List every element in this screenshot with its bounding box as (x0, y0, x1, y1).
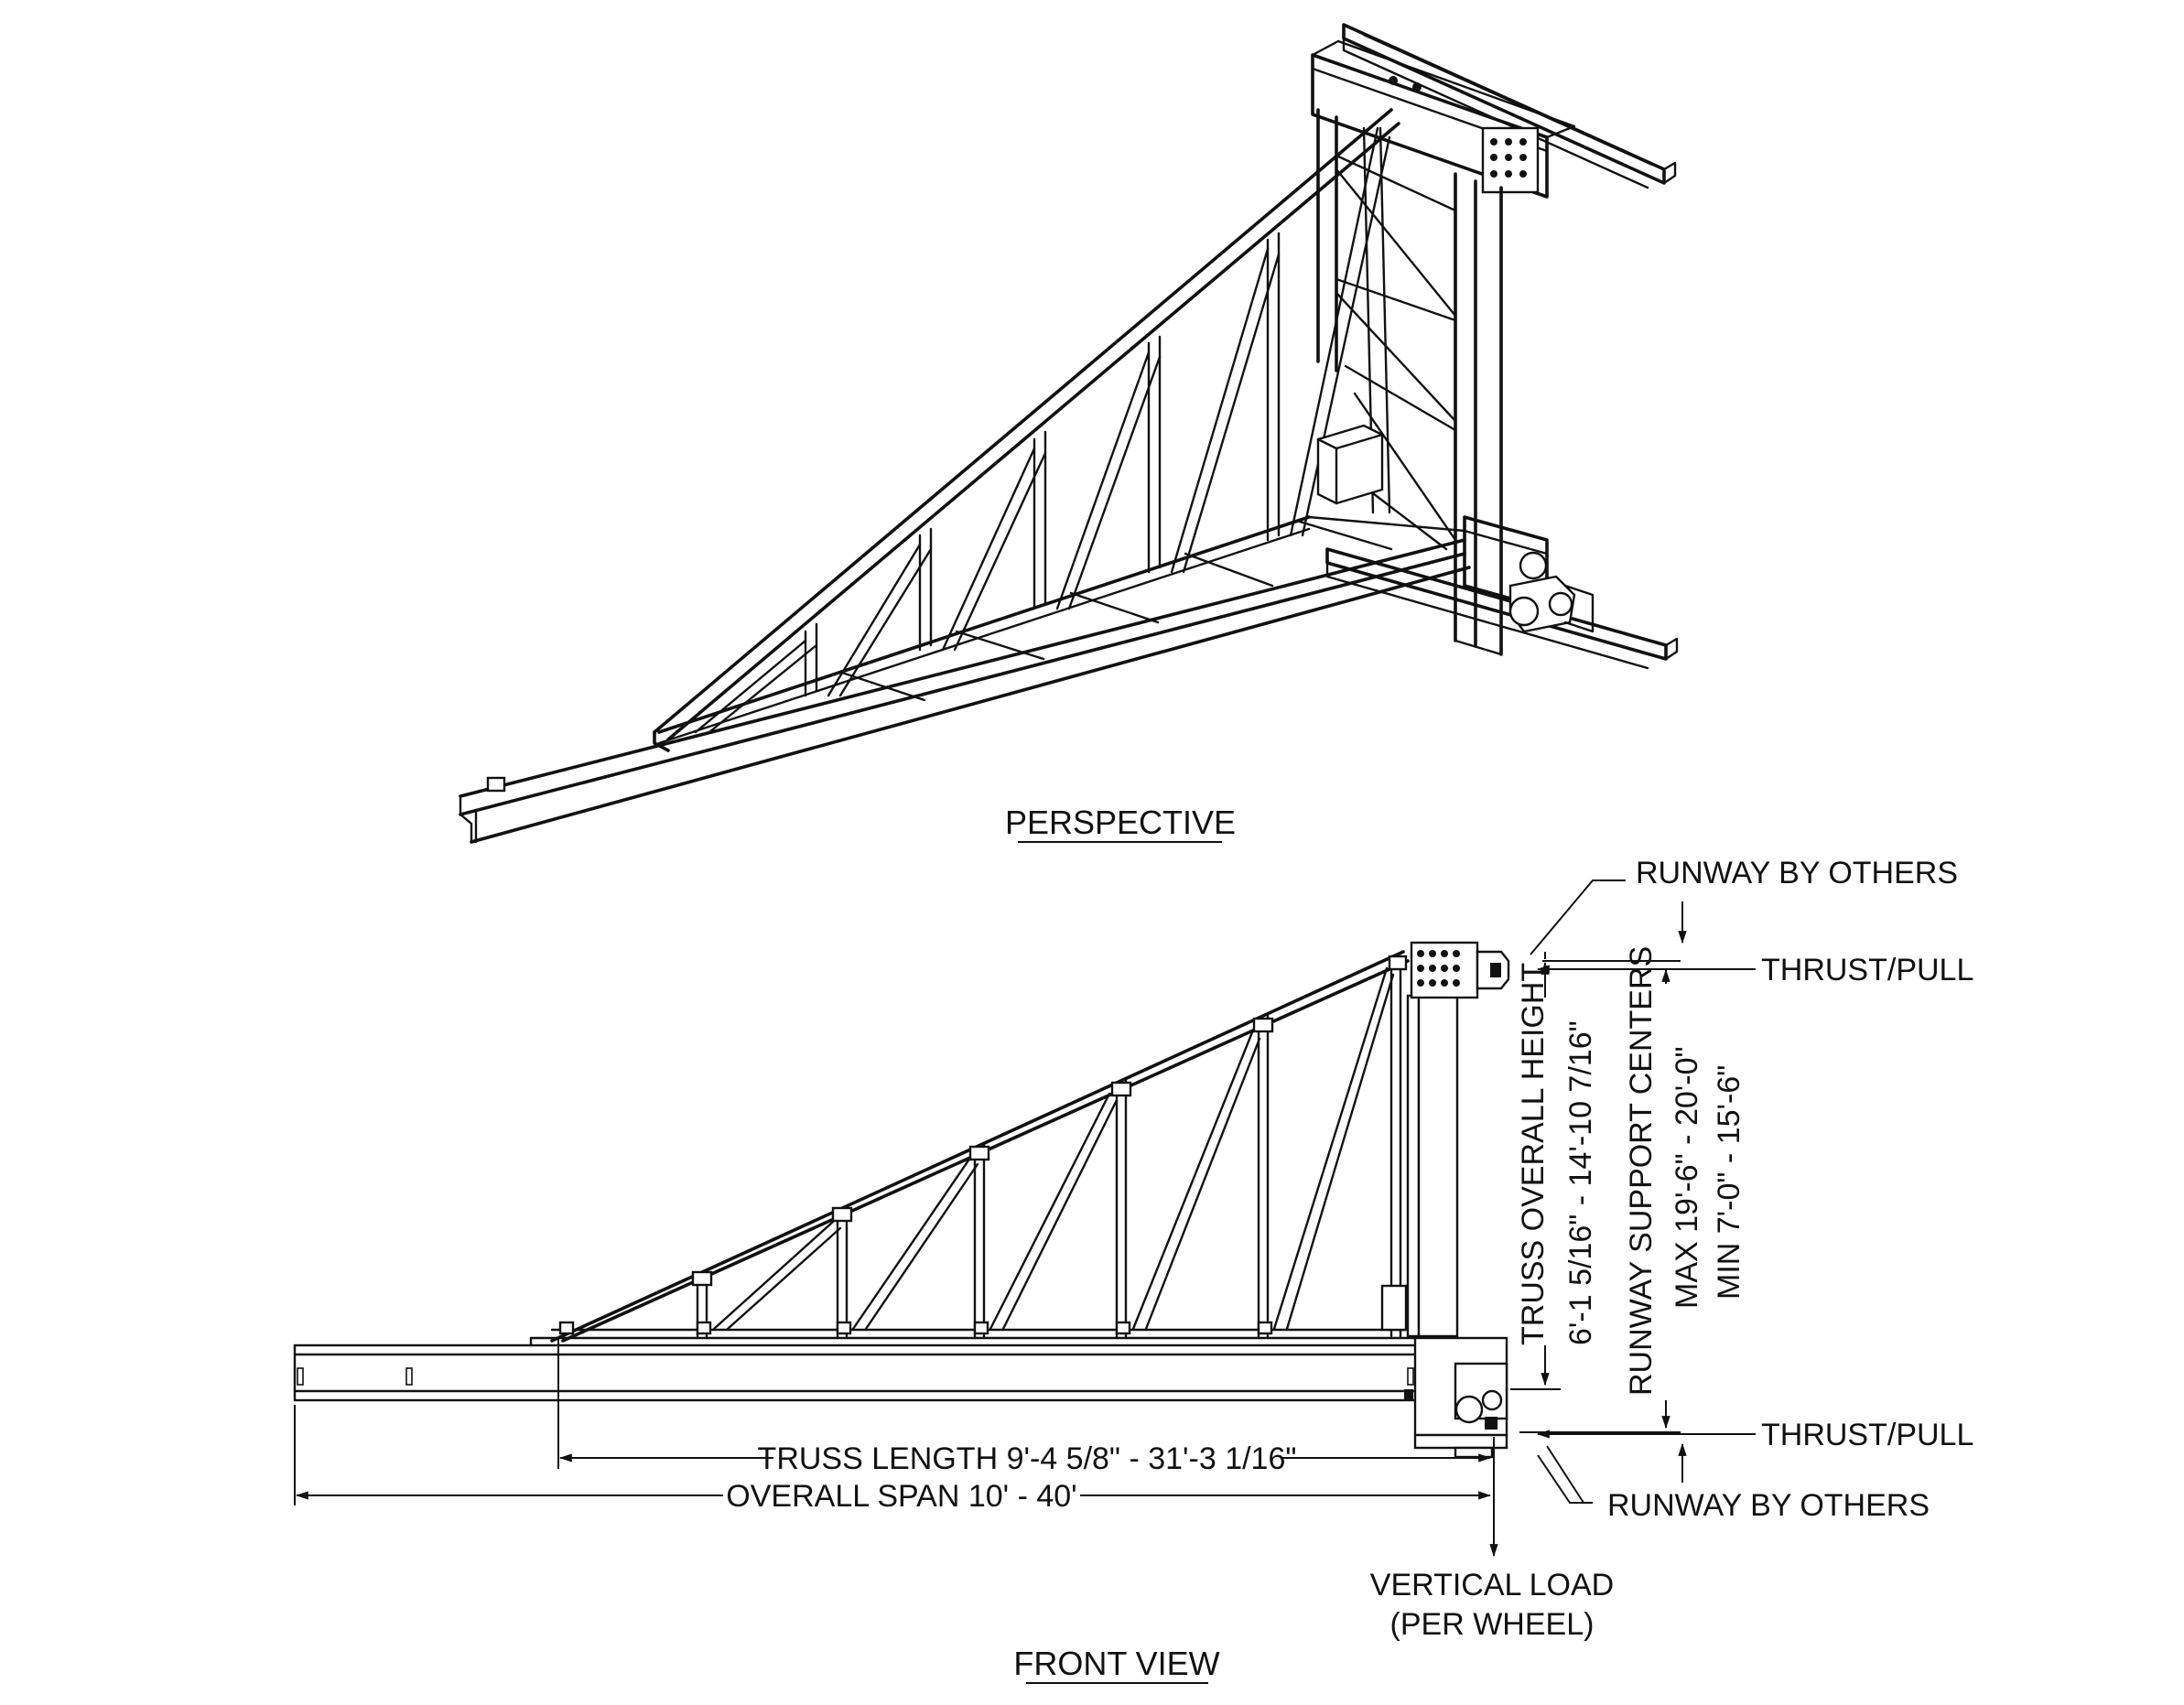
perspective-bridge-beam (459, 538, 1471, 844)
vertical-load-sub: (PER WHEEL) (1390, 1607, 1595, 1642)
runway-top-label: RUNWAY BY OTHERS (1636, 856, 1958, 890)
perspective-truss (653, 108, 1466, 752)
perspective-bottom-runway (1325, 515, 1679, 670)
overall-span-label: OVERALL SPAN 10' - 40' (726, 1479, 1076, 1514)
runway-bottom-label: RUNWAY BY OTHERS (1607, 1488, 1930, 1523)
support-centers-max: MAX 19'-6" - 20'-0" (1670, 1046, 1704, 1309)
support-centers-label: RUNWAY SUPPORT CENTERS (1624, 946, 1659, 1396)
front-annotations (294, 879, 1756, 1558)
thrust-top-label: THRUST/PULL (1761, 953, 1973, 987)
thrust-bottom-label: THRUST/PULL (1761, 1418, 1973, 1452)
truss-length-label: TRUSS LENGTH 9'-4 5/8" - 31'-3 1/16" (758, 1441, 1297, 1476)
front-view-title: FRONT VIEW (1013, 1645, 1219, 1682)
support-centers-min: MIN 7'-0" - 15'-6" (1712, 1065, 1746, 1300)
perspective-view (459, 23, 1679, 844)
perspective-vertical-legs (1316, 108, 1503, 656)
perspective-top-end-truck (1311, 39, 1576, 199)
vertical-load-label: VERTICAL LOAD (1370, 1568, 1614, 1602)
front-truss (550, 950, 1421, 1343)
front-end-truck (1404, 941, 1510, 1459)
perspective-title: PERSPECTIVE (1005, 804, 1236, 841)
truss-height-label: TRUSS OVERALL HEIGHT (1516, 963, 1551, 1345)
front-bridge-beam (293, 1336, 1421, 1402)
front-view (293, 941, 1510, 1459)
front-control-box (1380, 1284, 1408, 1332)
truss-height-range: 6'-1 5/16" - 14'-10 7/16" (1563, 1020, 1598, 1345)
perspective-control-box (1316, 424, 1384, 505)
